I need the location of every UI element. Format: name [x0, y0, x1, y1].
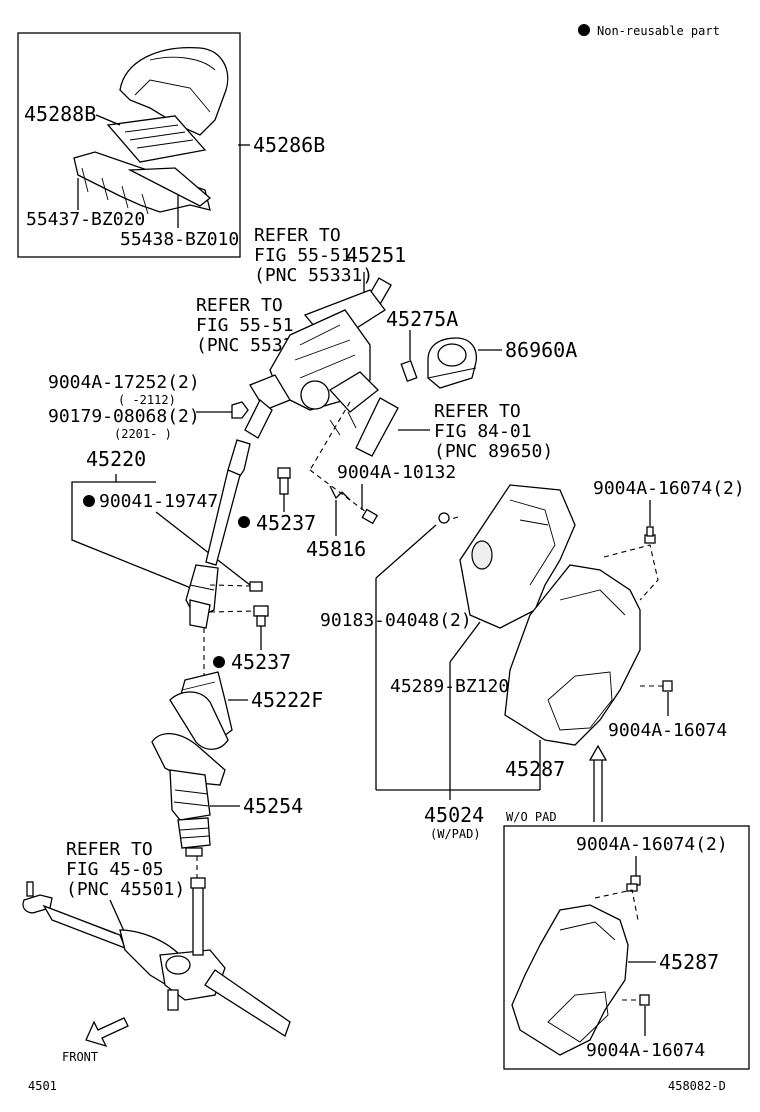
- part-number-45237-upper: 45237: [256, 511, 316, 535]
- refer-c-line1: REFER TO: [434, 401, 521, 422]
- intermediate-shaft-part: [185, 439, 251, 629]
- refer-b-line1: REFER TO: [196, 295, 283, 316]
- part-number-9004A-16074-2-upper: 9004A-16074(2): [593, 478, 745, 499]
- non-reusable-marker-icon: [83, 495, 95, 507]
- part-number-90041-19747: 90041-19747: [99, 491, 218, 512]
- part-number-45275A: 45275A: [386, 307, 458, 331]
- part-number-90183-04048: 90183-04048(2): [320, 610, 472, 631]
- key-cylinder-part: [400, 359, 418, 383]
- part-number-9004A-16074-upper: 9004A-16074: [608, 720, 727, 741]
- screw-side-b-part: [639, 994, 650, 1006]
- refer-d-line2: FIG 45-05: [66, 859, 164, 880]
- part-number-90179-08068: 90179-08068(2): [48, 406, 200, 427]
- without-pad-note: W/O PAD: [506, 810, 557, 824]
- with-pad-note: (W/PAD): [430, 827, 481, 841]
- screw-upper-b-part: [626, 875, 641, 892]
- refer-b-line2: FIG 55-51: [196, 315, 294, 336]
- screw-upper-a-part: [644, 526, 656, 544]
- refer-a-line1: REFER TO: [254, 225, 341, 246]
- part-number-9004A-16074-2-lower: 9004A-16074(2): [576, 834, 728, 855]
- lower-column-cover-45287-wopad-part: [511, 904, 629, 1056]
- page-code: 4501: [28, 1079, 57, 1093]
- clamp-45816-part: [329, 485, 351, 501]
- bolt-45237a-part: [277, 467, 291, 495]
- part-number-45237-lower: 45237: [231, 650, 291, 674]
- lower-column-cover-part: [73, 151, 212, 215]
- refer-d-line1: REFER TO: [66, 839, 153, 860]
- refer-c-line2: FIG 84-01: [434, 421, 532, 442]
- lower-column-cover-45287-part: [504, 564, 641, 746]
- figure-code: 458082-D: [668, 1079, 726, 1093]
- upper-column-cover-part: [106, 46, 229, 163]
- part-number-45222F: 45222F: [251, 688, 323, 712]
- part-number-45289-BZ120: 45289-BZ120: [390, 676, 509, 697]
- part-number-45287-upper: 45287: [505, 757, 565, 781]
- screw-side-a-part: [662, 680, 673, 692]
- bolt-90041-part: [249, 581, 263, 592]
- refer-d-line3: (PNC 45501): [66, 879, 185, 900]
- nut-part: [231, 401, 249, 419]
- part-number-45024: 45024: [424, 803, 484, 827]
- part-number-45220: 45220: [86, 447, 146, 471]
- front-arrow-icon: [85, 1017, 129, 1048]
- refer-c-line3: (PNC 89650): [434, 441, 553, 462]
- part-number-9004A-10132: 9004A-10132: [337, 462, 456, 483]
- steering-gear-assembly-part: [22, 877, 291, 1037]
- part-number-45816: 45816: [306, 537, 366, 561]
- motor-86960A-part: [427, 337, 478, 389]
- bolt-45237b-part: [253, 605, 269, 627]
- part-number-45286B: 45286B: [253, 133, 325, 157]
- column-hole-cover-45222F-part: [169, 671, 233, 750]
- part-number-45254: 45254: [243, 794, 303, 818]
- arrow-up-icon: [588, 744, 608, 822]
- legend-text: Non-reusable part: [597, 24, 720, 38]
- column-hole-cover-45254-part: [151, 733, 226, 857]
- part-number-45288B: 45288B: [24, 102, 96, 126]
- part-number-9004A-17252: 9004A-17252(2): [48, 372, 200, 393]
- screw-9004A-10132-part: [361, 508, 379, 525]
- non-reusable-marker-icon: [213, 656, 225, 668]
- range-2201: (2201- ): [114, 427, 172, 441]
- refer-a-line2: FIG 55-51: [254, 245, 352, 266]
- part-number-55438-BZ010: 55438-BZ010: [120, 229, 239, 250]
- part-number-86960A: 86960A: [505, 338, 577, 362]
- part-number-9004A-16074-lower: 9004A-16074: [586, 1040, 705, 1061]
- part-number-45287-lower: 45287: [659, 950, 719, 974]
- refer-a-line3: (PNC 55331): [254, 265, 373, 286]
- non-reusable-marker-icon: [238, 516, 250, 528]
- bracket-89650-part: [355, 397, 399, 457]
- non-reusable-marker-icon: [578, 24, 590, 36]
- pad-45289-part: [459, 484, 576, 629]
- range-2112: ( -2112): [118, 393, 176, 407]
- part-number-55437-BZ020: 55437-BZ020: [26, 209, 145, 230]
- steering-column-assembly-part: [244, 277, 392, 439]
- part-number-45251: 45251: [346, 243, 406, 267]
- without-pad-box: [503, 825, 750, 1070]
- front-label: FRONT: [62, 1050, 98, 1064]
